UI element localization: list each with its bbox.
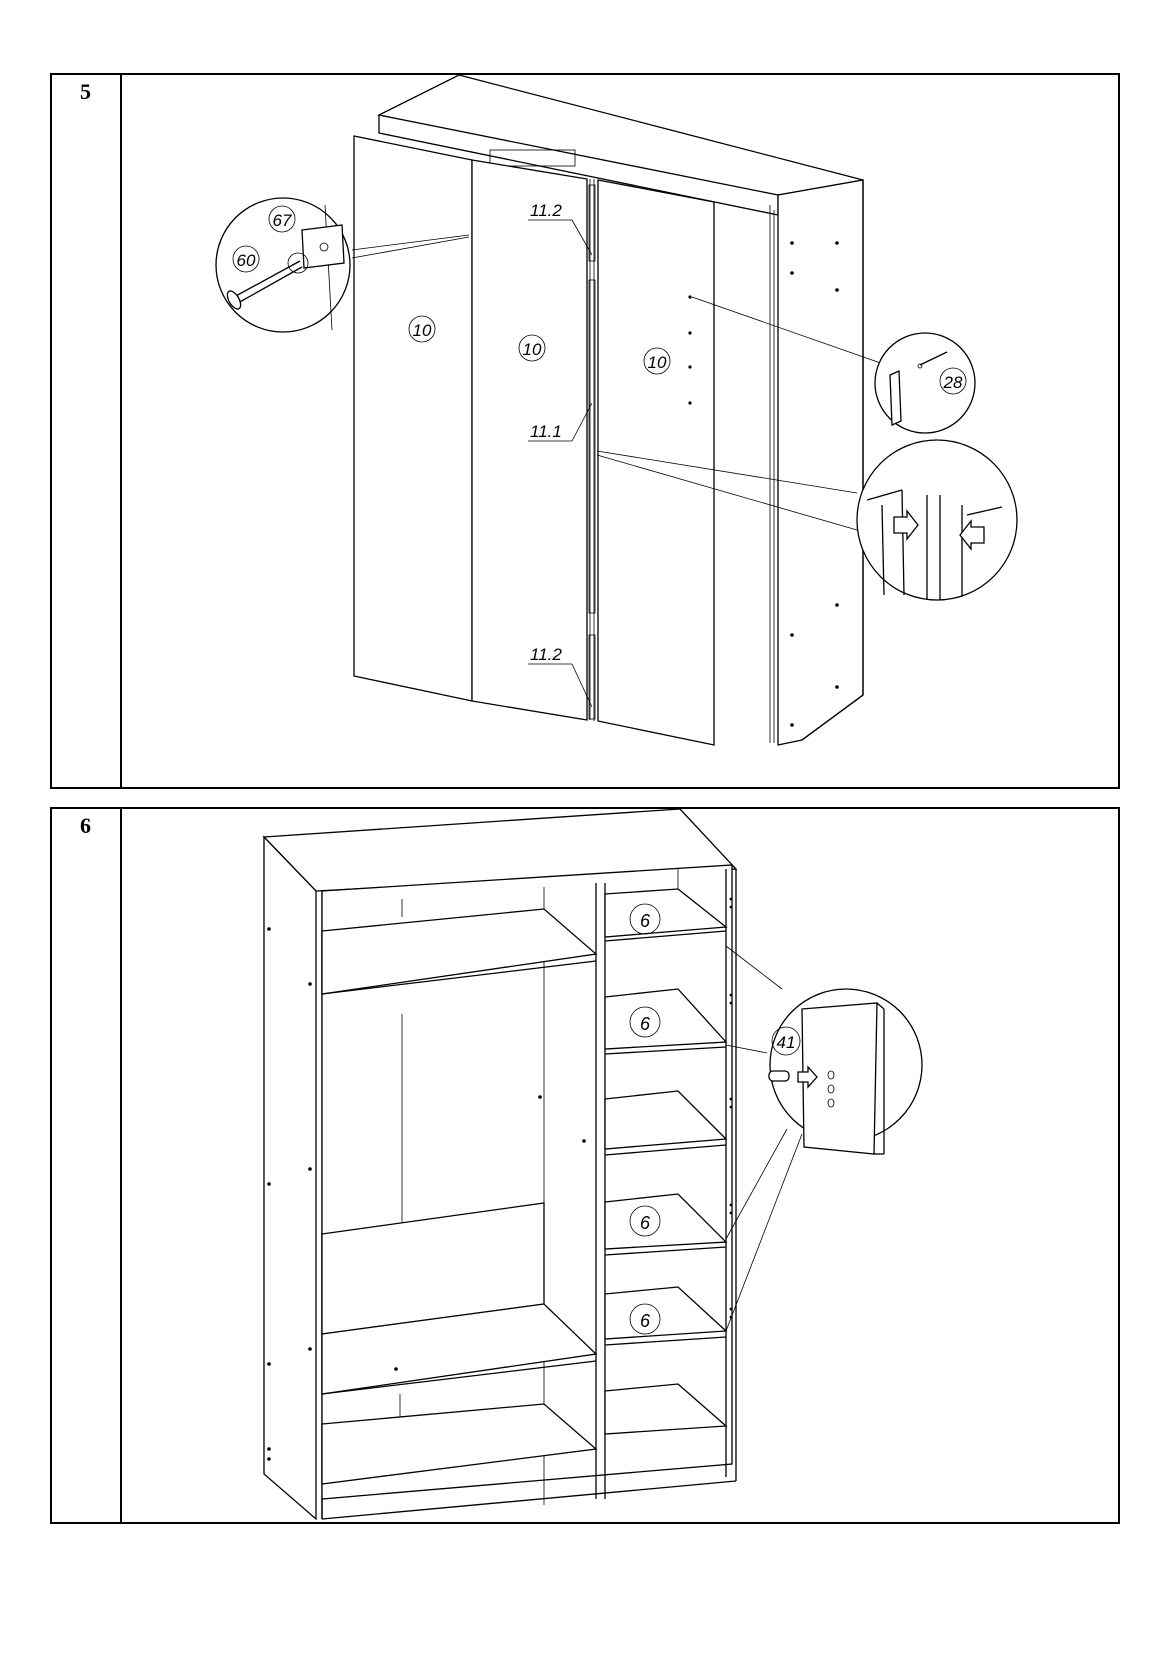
detail-clip-screw: 67 60 xyxy=(215,197,470,333)
part-41-label: 41 xyxy=(777,1033,796,1052)
right-section xyxy=(604,888,728,1435)
shelf-2-callout: 6 xyxy=(629,1006,661,1038)
shelf-2-label: 6 xyxy=(640,1014,651,1034)
step-number-column: 6 xyxy=(52,809,122,1522)
door-right xyxy=(588,179,715,746)
left-section xyxy=(321,908,598,1485)
nail-icon xyxy=(889,351,948,426)
part-11-1-callout: 11.1 xyxy=(528,402,593,442)
side-holes xyxy=(267,897,733,1461)
shelf-3-label: 6 xyxy=(640,1213,651,1233)
part-11-2-top-label: 11.2 xyxy=(530,201,562,220)
arrow-right-icon xyxy=(893,509,919,541)
door-left-label: 10 xyxy=(413,321,432,340)
step-6-illustration: 6 6 6 6 xyxy=(262,809,923,1521)
shelf-pin-icon xyxy=(768,1070,790,1082)
shelf-4-label: 6 xyxy=(640,1311,651,1331)
step-6-panel: 6 xyxy=(50,807,1120,1524)
door-middle-callout: 10 xyxy=(518,334,546,362)
part-11-2-bottom-callout: 11.2 xyxy=(528,645,593,708)
door-right-callout: 10 xyxy=(643,347,671,375)
detail-shelf-pin: 41 xyxy=(725,945,923,1332)
shelf-1-label: 6 xyxy=(640,911,651,931)
part-11-1-label: 11.1 xyxy=(530,422,562,441)
wardrobe-carcass xyxy=(377,75,864,746)
part-11-2-bottom-label: 11.2 xyxy=(530,645,562,664)
detail-nail: 28 xyxy=(691,296,976,434)
shelf-3-callout: 6 xyxy=(629,1205,661,1237)
part-60-label: 60 xyxy=(237,251,256,270)
clip-icon xyxy=(301,224,345,269)
shelf-1-callout: 6 xyxy=(629,903,661,935)
detail-profile xyxy=(596,439,1018,601)
door-right-label: 10 xyxy=(648,353,667,372)
step-number-column: 5 xyxy=(52,75,122,787)
shelf-4-callout: 6 xyxy=(629,1303,661,1335)
door-left-callout: 10 xyxy=(408,315,436,343)
side-holes xyxy=(790,241,839,727)
door-middle-label: 10 xyxy=(523,340,542,359)
door-left xyxy=(353,135,473,702)
step-5-illustration: 10 10 10 11.2 11.1 11.2 xyxy=(215,75,1018,746)
arrow-right-icon xyxy=(797,1065,818,1089)
step-number: 6 xyxy=(80,813,91,838)
part-11-2-top-callout: 11.2 xyxy=(528,201,593,256)
step-5-panel: 5 xyxy=(50,73,1120,789)
door-middle xyxy=(471,159,588,721)
part-67-label: 67 xyxy=(273,211,292,230)
arrow-left-icon xyxy=(959,519,985,551)
step-number: 5 xyxy=(80,79,91,104)
part-28-label: 28 xyxy=(943,373,963,392)
screw-icon xyxy=(226,252,309,310)
